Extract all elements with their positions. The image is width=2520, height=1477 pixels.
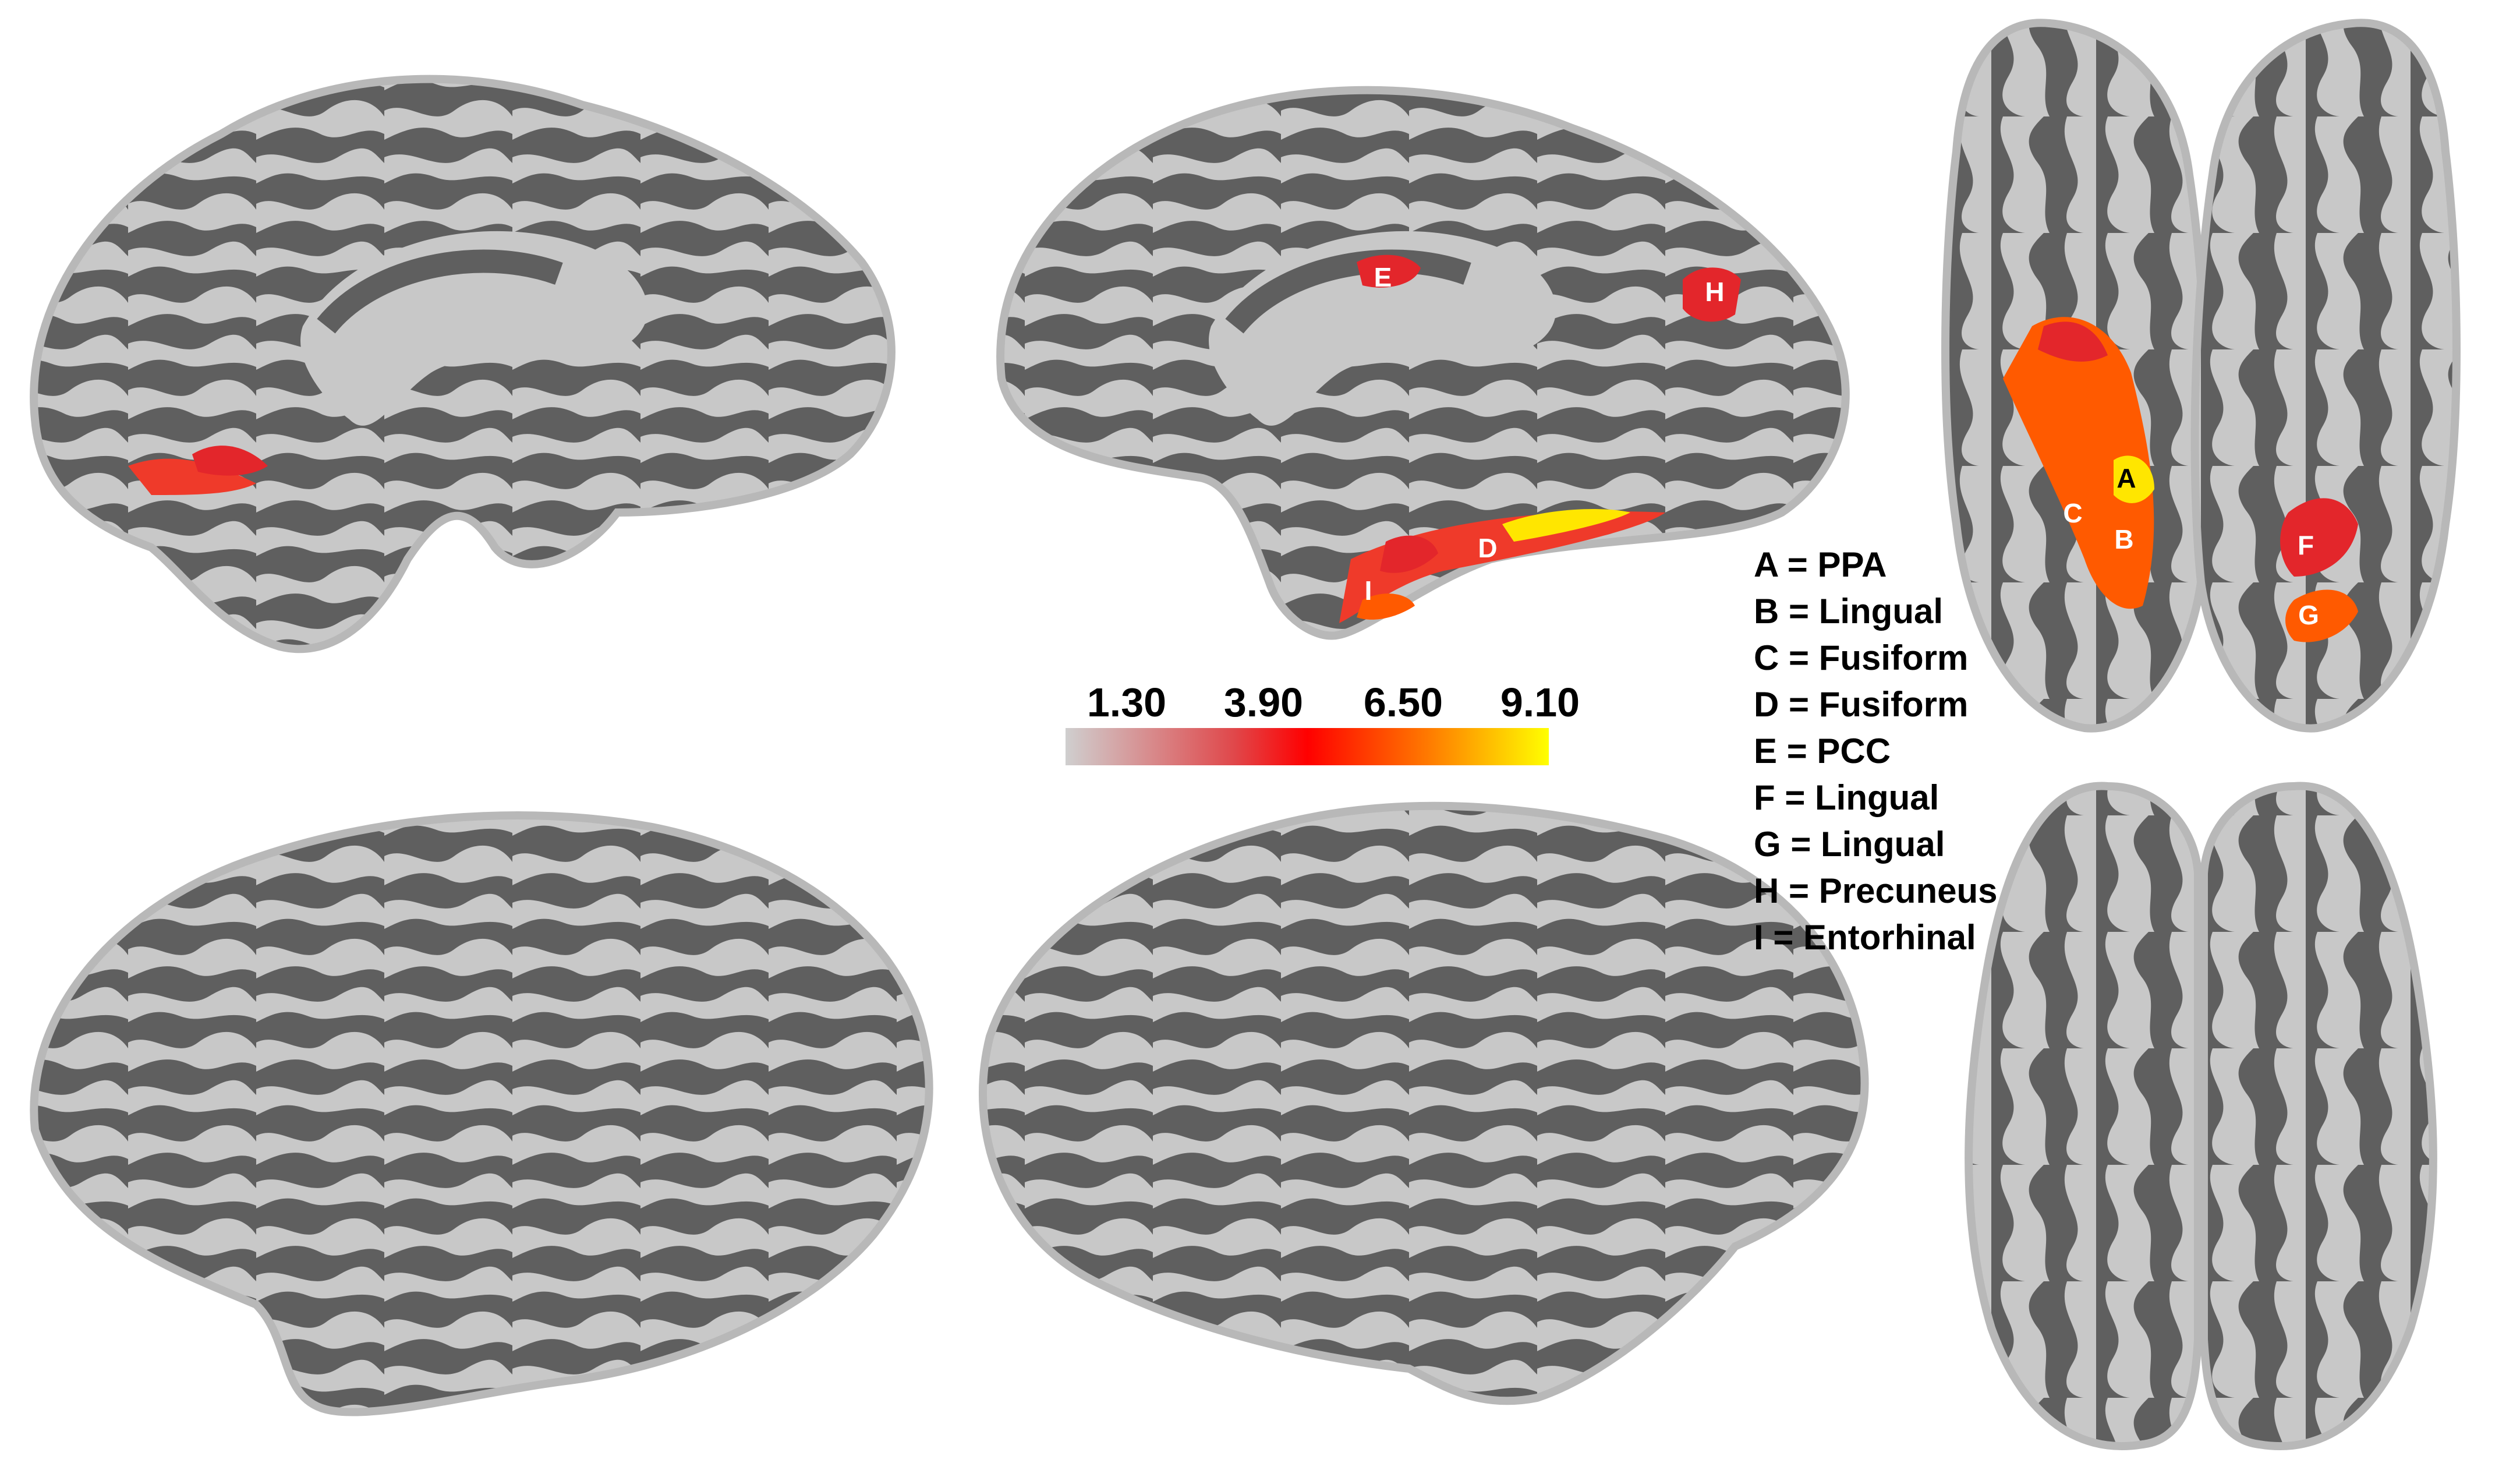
brain-lateral-left [30,811,933,1416]
legend-item: B = Lingual [1754,592,1943,631]
colorbar-tick: 3.90 [1224,680,1303,725]
brain-lateral-right [979,801,1869,1405]
brain-medial-left [30,75,896,653]
activation-blob [128,458,256,495]
legend-item: A = PPA [1754,545,1887,584]
region-label-d: D [1478,533,1497,563]
brain-ventral: A B C F G [1941,19,2461,733]
brain-medial-right: E H D I [996,86,1850,640]
region-label-b: B [2114,524,2133,554]
region-label-i: I [1365,575,1372,606]
activation-blob [192,446,268,476]
legend-item: H = Precuneus [1754,871,1998,910]
region-label-c: C [2063,498,2082,528]
legend-item: G = Lingual [1754,825,1945,864]
colorbar-tick: 6.50 [1364,680,1443,725]
region-label-h: H [1705,277,1724,307]
colorbar-gradient [1066,728,1549,765]
colorbar-tick: 1.30 [1087,680,1166,725]
legend-item: I = Entorhinal [1754,918,1976,957]
region-label-e: E [1374,262,1392,292]
brain-dorsal [1965,782,2437,1451]
legend-item: E = PCC [1754,732,1891,771]
colorbar: 1.30 3.90 6.50 9.10 [1066,680,1580,765]
colorbar-tick: 9.10 [1500,680,1580,725]
legend-item: D = Fusiform [1754,685,1968,724]
legend-item: C = Fusiform [1754,638,1968,677]
region-label-a: A [2116,463,2136,493]
region-legend: A = PPA B = Lingual C = Fusiform D = Fus… [1754,545,1998,957]
legend-item: F = Lingual [1754,778,1939,817]
region-label-g: G [2298,600,2319,630]
region-label-f: F [2298,530,2314,560]
